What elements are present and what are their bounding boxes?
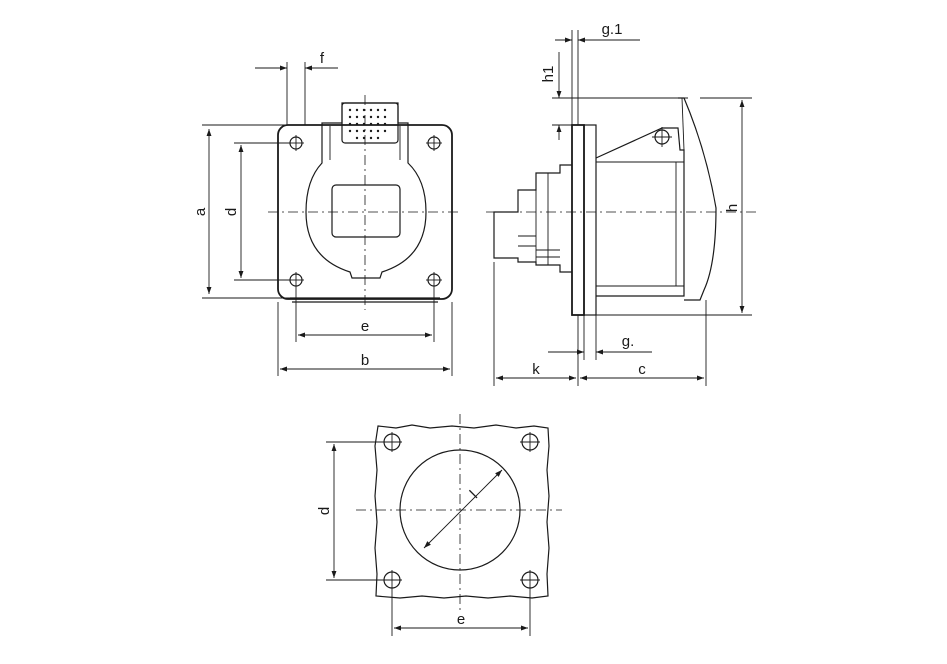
dim-label-c: c <box>638 361 646 378</box>
front-mounting-hole <box>426 135 442 151</box>
cutout-mounting-hole <box>382 570 402 590</box>
dim-label-b: b <box>361 352 369 369</box>
front-view: f a d e b <box>192 50 462 376</box>
dim-label-d: d <box>223 208 240 216</box>
dim-label-g1: g.1 <box>602 21 623 38</box>
front-mounting-hole <box>288 135 304 151</box>
front-window <box>331 184 401 238</box>
front-mounting-hole <box>288 272 304 288</box>
cutout-panel-outline <box>374 424 550 599</box>
cutout-mounting-hole <box>382 432 402 452</box>
hinge-icon <box>652 127 672 147</box>
dim-label-l: l <box>467 488 481 502</box>
dim-label-k: k <box>532 361 540 378</box>
dim-label-f: f <box>320 50 325 67</box>
dim-label-h: h <box>724 204 741 212</box>
dim-label-a: a <box>192 207 209 216</box>
side-lid-curve <box>678 97 717 301</box>
side-view: g.1 h1 h g. k c <box>486 21 760 386</box>
cutout-mounting-hole <box>520 570 540 590</box>
dim-label-d-cutout: d <box>316 507 333 515</box>
front-lid <box>305 102 427 279</box>
dim-label-e-cutout: e <box>457 611 465 628</box>
dim-label-e: e <box>361 318 369 335</box>
lid-grip-dots <box>348 108 387 140</box>
dim-label-h1: h1 <box>540 66 557 83</box>
cutout-view: l d e <box>316 414 562 636</box>
front-mounting-hole <box>426 272 442 288</box>
cutout-mounting-hole <box>520 432 540 452</box>
side-flange <box>571 124 585 316</box>
dim-label-g: g. <box>622 333 635 350</box>
side-rear-body <box>493 164 572 273</box>
